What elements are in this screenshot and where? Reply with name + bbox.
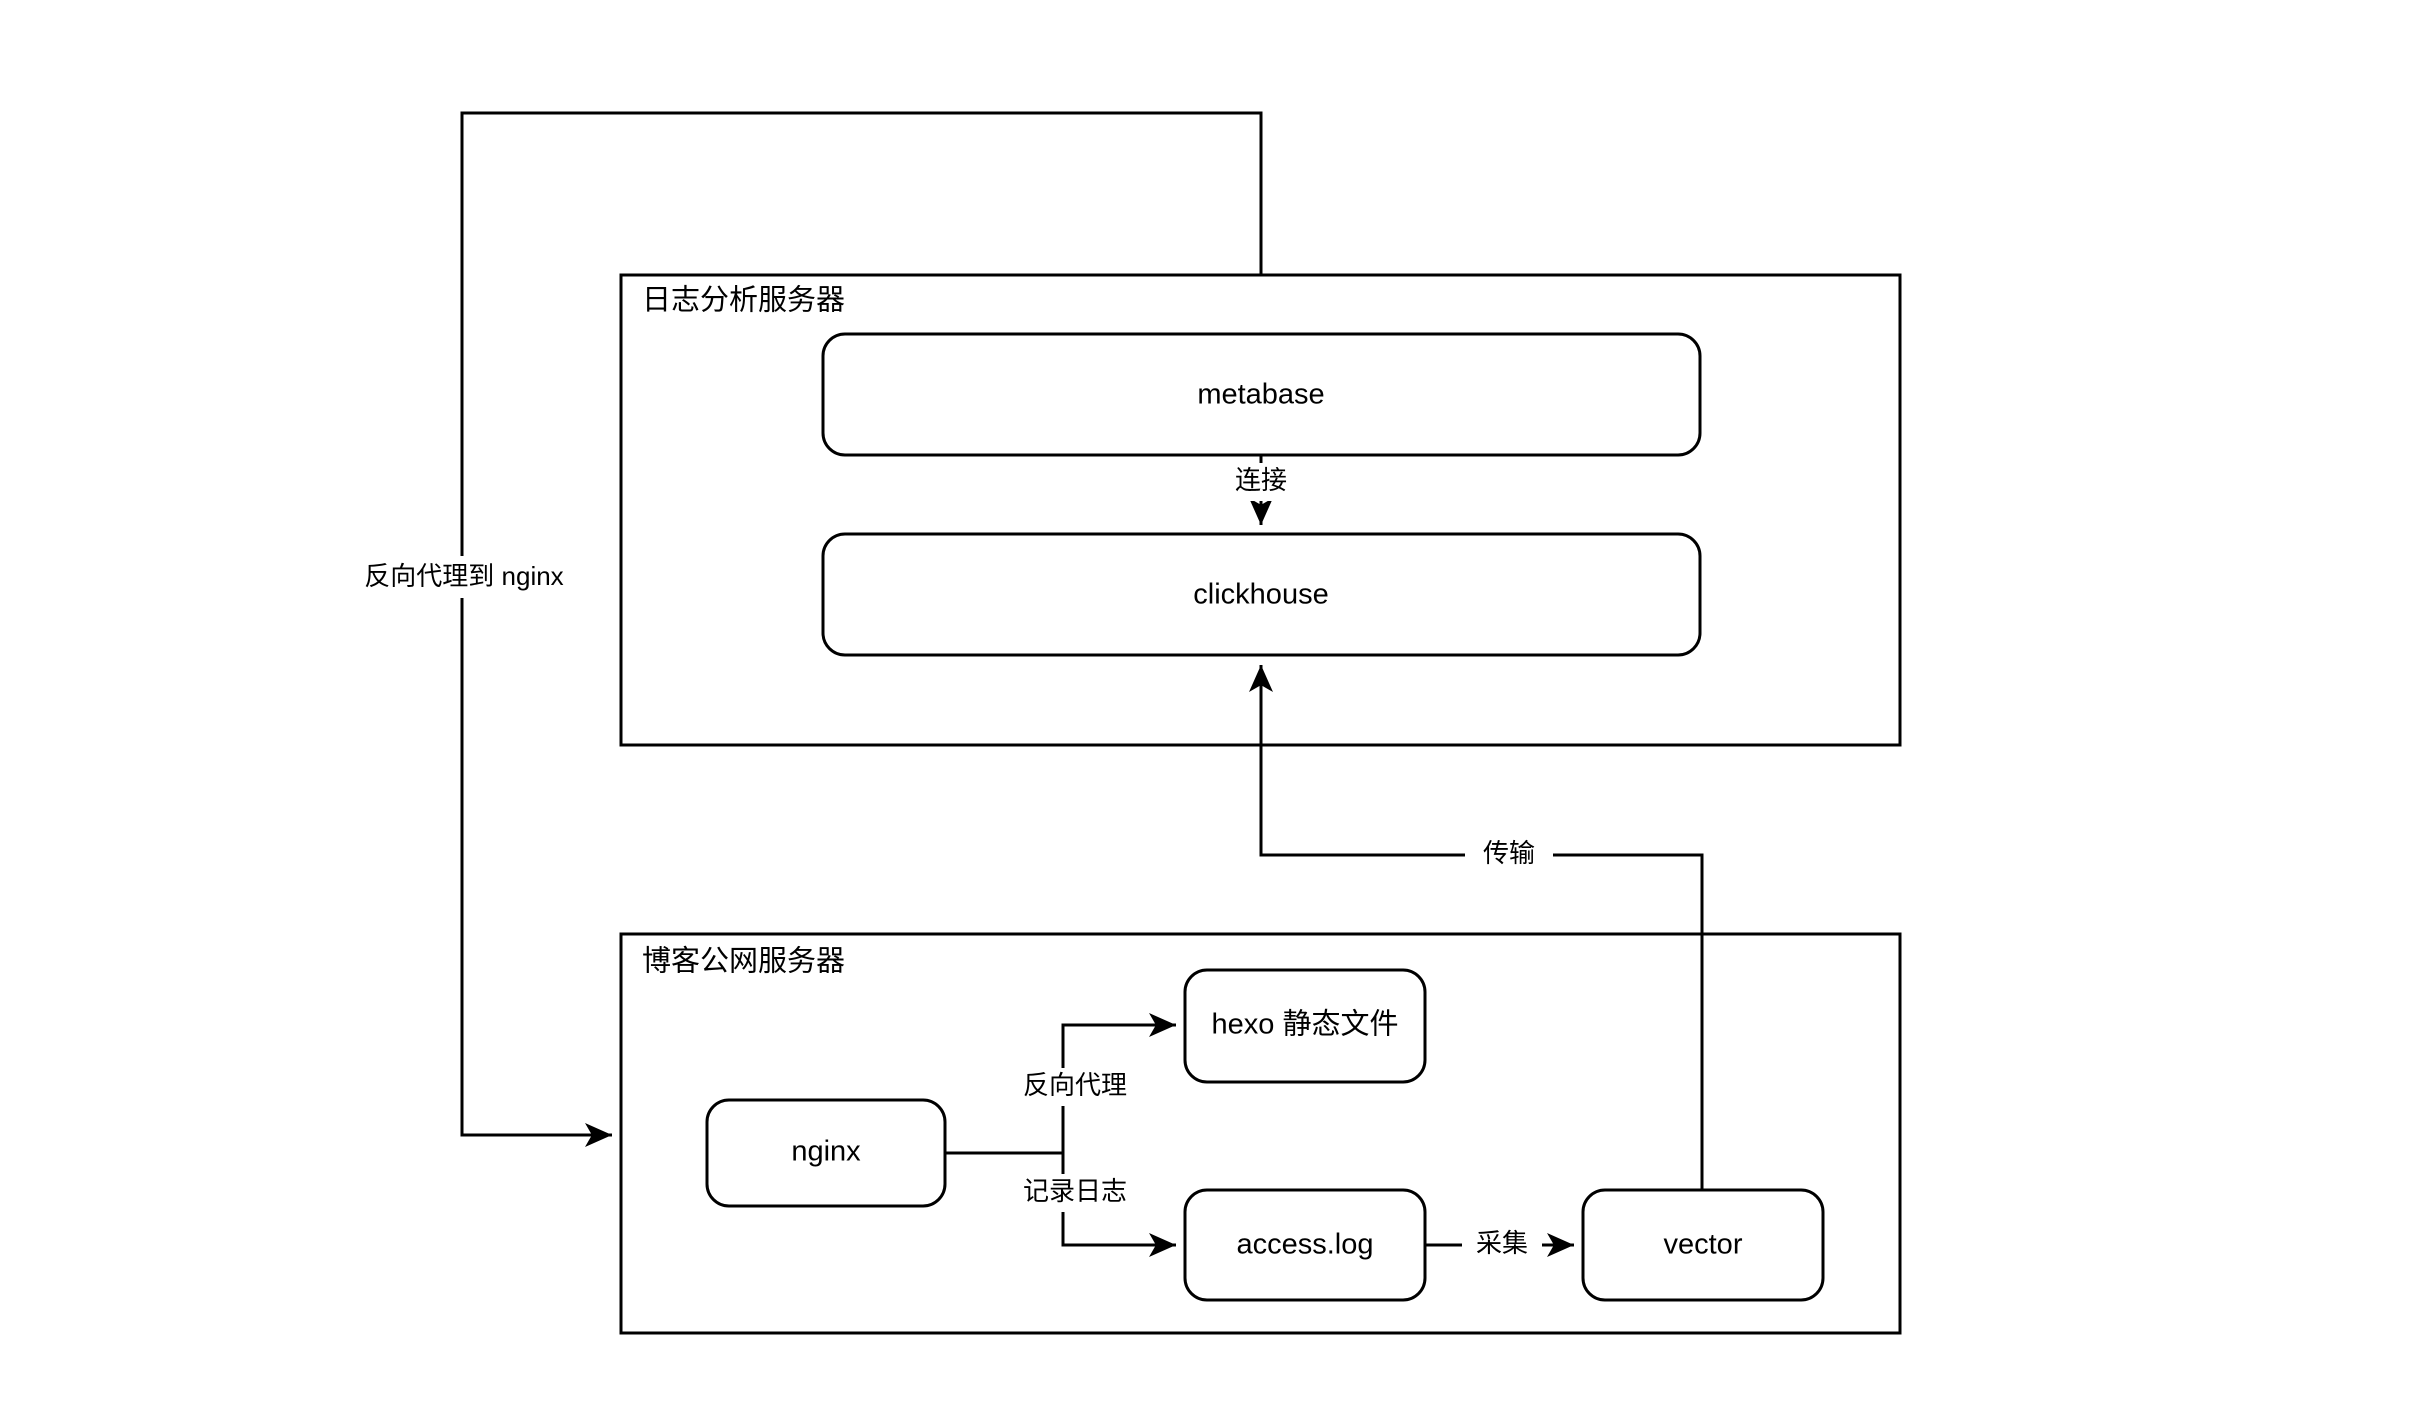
edge-vector-to-clickhouse-label: 传输 (1483, 838, 1535, 868)
edge-vector-to-clickhouse-label-bg (1465, 836, 1553, 874)
node-metabase-label: metabase (1197, 379, 1324, 411)
edge-nginx-to-hexo-label-bg (1008, 1068, 1143, 1106)
edge-accesslog-to-vector-label-bg (1462, 1226, 1542, 1264)
node-vector-label: vector (1664, 1229, 1743, 1261)
node-accesslog[interactable]: access.log (1183, 1188, 1427, 1302)
edge-nginx-to-accesslog-label: 记录日志 (1023, 1176, 1127, 1206)
edge-metabase-to-nginx: 反向代理到 nginx (358, 111, 1263, 1147)
edge-metabase-to-clickhouse-label: 连接 (1235, 465, 1287, 495)
edge-nginx-to-hexo-label: 反向代理 (1023, 1070, 1127, 1100)
edge-metabase-to-clickhouse: 连接 (1218, 455, 1306, 525)
node-accesslog-box[interactable] (1183, 1188, 1427, 1302)
edge-accesslog-to-vector: 采集 (1425, 1226, 1574, 1264)
node-nginx-label: nginx (791, 1136, 861, 1168)
edge-accesslog-to-vector-label: 采集 (1476, 1228, 1528, 1258)
node-nginx-box[interactable] (705, 1098, 947, 1208)
node-clickhouse-label: clickhouse (1193, 579, 1328, 611)
group-blog-public-server-label: 博客公网服务器 (642, 945, 845, 978)
edge-metabase-to-nginx-label: 反向代理到 nginx (364, 561, 563, 591)
node-metabase[interactable]: metabase (821, 332, 1702, 457)
node-hexo-box[interactable] (1183, 968, 1427, 1084)
edge-nginx-to-hexo: 反向代理 (945, 1013, 1176, 1155)
node-nginx[interactable]: nginx (705, 1098, 947, 1208)
edge-metabase-to-nginx-label-bg (358, 556, 570, 598)
node-vector-box[interactable] (1581, 1188, 1825, 1302)
edge-nginx-to-accesslog-label-bg (1008, 1174, 1143, 1212)
group-blog-public-server-label-bg (636, 940, 846, 980)
group-log-analysis-server-label-bg (636, 280, 846, 320)
edge-nginx-to-accesslog: 记录日志 (1008, 1153, 1176, 1257)
group-log-analysis-server-label: 日志分析服务器 (642, 284, 845, 317)
node-hexo[interactable]: hexo 静态文件 (1183, 968, 1427, 1084)
edge-metabase-to-nginx-path (460, 111, 1263, 1147)
node-clickhouse-box[interactable] (821, 532, 1702, 657)
node-hexo-label: hexo 静态文件 (1212, 1008, 1399, 1041)
node-metabase-box[interactable] (821, 332, 1702, 457)
node-vector[interactable]: vector (1581, 1188, 1825, 1302)
edge-metabase-to-clickhouse-label-bg (1218, 463, 1306, 501)
node-accesslog-label: access.log (1236, 1229, 1373, 1261)
node-clickhouse[interactable]: clickhouse (821, 532, 1702, 657)
